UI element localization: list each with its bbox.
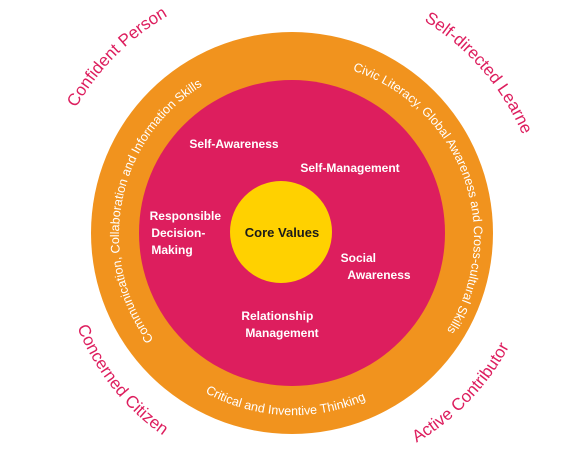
competency-relationship-management: Relationship Management	[241, 309, 318, 340]
competency-self-management: Self-Management	[300, 161, 399, 175]
core-circle	[230, 181, 332, 283]
competency-responsible-decision-making: Responsible Decision- Making	[150, 209, 225, 257]
core-values-label: Core Values	[245, 225, 319, 240]
competency-self-awareness: Self-Awareness	[189, 137, 278, 151]
competency-social-awareness: Social Awareness	[341, 251, 411, 282]
